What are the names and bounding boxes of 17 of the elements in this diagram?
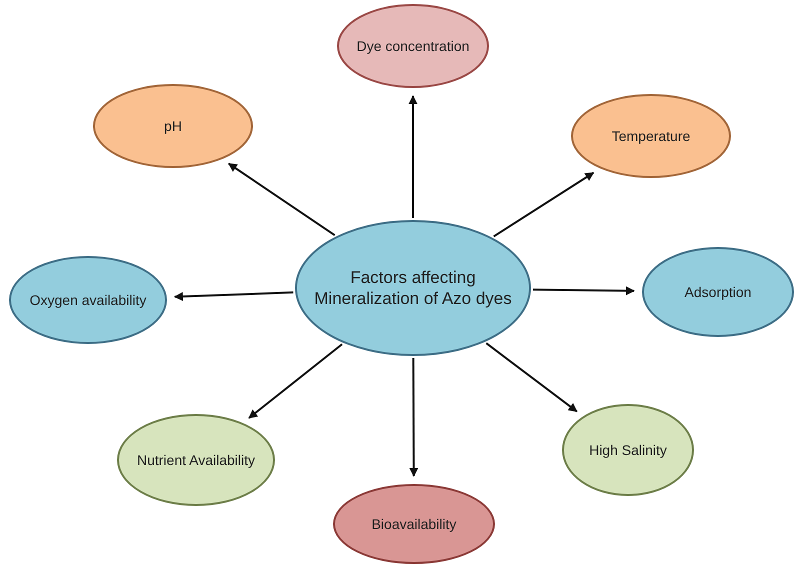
arrow [493, 172, 594, 238]
factor-text: pH [163, 116, 183, 136]
arrow [409, 358, 418, 477]
factor-text: Temperature [610, 126, 692, 146]
arrow [228, 162, 336, 236]
central-topic-text: Factors affecting Mineralization of Azo dyes [313, 266, 513, 310]
factor-text: High Salinity [588, 440, 668, 460]
factor-text: Nutrient Availability [136, 450, 256, 470]
factor-text: Dye concentration [356, 36, 470, 56]
arrow [408, 95, 418, 218]
arrow [486, 342, 578, 412]
factor-text: Bioavailability [370, 514, 458, 534]
arrow [248, 343, 343, 419]
factor-text: Adsorption [684, 282, 752, 302]
arrow [174, 291, 294, 301]
arrow [532, 286, 635, 296]
factor-text: Oxygen availability [28, 290, 148, 310]
